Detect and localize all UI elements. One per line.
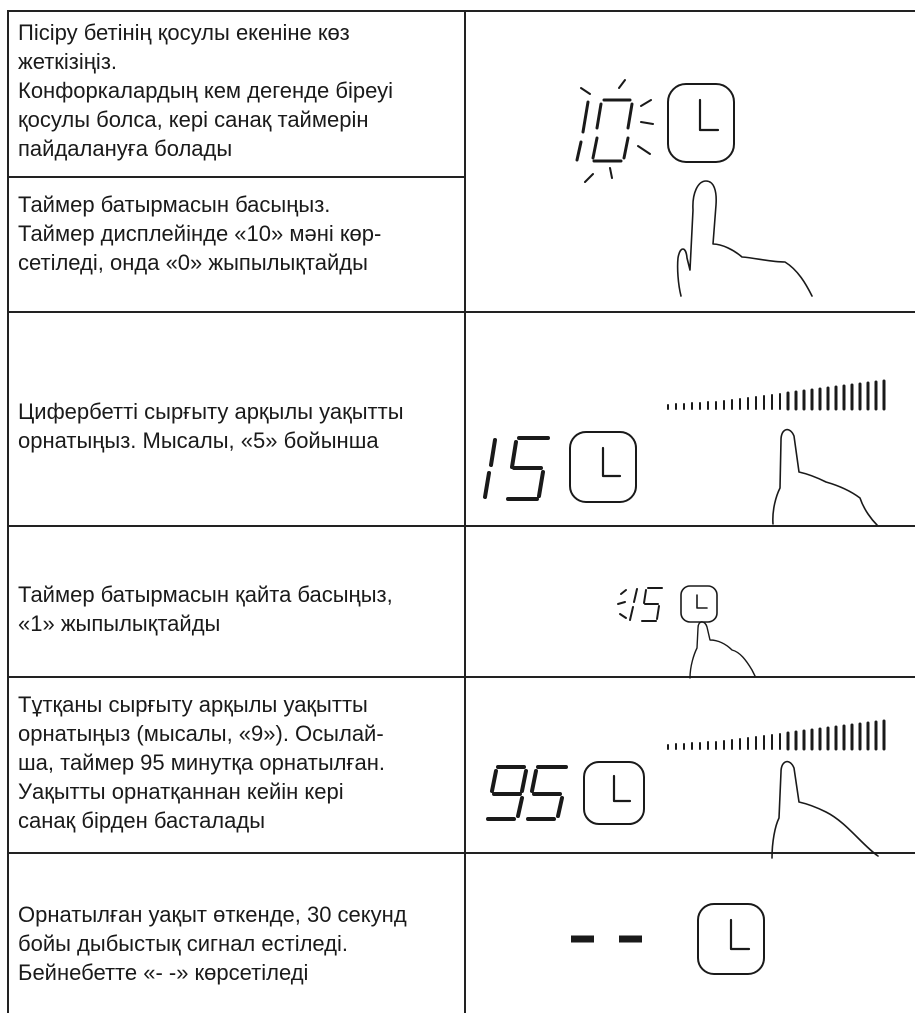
column-divider xyxy=(464,10,466,1013)
instruction-line: Таймер дисплейінде «10» мәні көр- xyxy=(18,221,382,246)
table-border-left xyxy=(7,10,9,1013)
instruction-text: Цифербетті сырғыту арқылы уақытты орнаты… xyxy=(18,397,458,455)
instruction-text: Таймер батырмасын басыңыз. Таймер диспле… xyxy=(18,190,458,277)
instruction-line: Уақытты орнатқаннан кейін кері xyxy=(18,779,344,804)
display-95 xyxy=(486,765,568,821)
display-10 xyxy=(575,79,654,183)
finger-icon xyxy=(676,180,813,297)
instruction-line: Таймер батырмасын басыңыз. xyxy=(18,192,331,217)
row-divider xyxy=(7,525,915,527)
row-divider xyxy=(7,176,466,178)
slider-scale-icon xyxy=(667,719,886,751)
instruction-line: қосулы болса, кері санақ таймерін xyxy=(18,107,369,132)
instruction-line: сетіледі, онда «0» жыпылықтайды xyxy=(18,250,368,275)
instruction-text: Орнатылған уақыт өткенде, 30 секунд бойы… xyxy=(18,900,458,987)
display-15 xyxy=(483,436,550,501)
instruction-line: орнатыңыз (мысалы, «9»). Осылай- xyxy=(18,721,384,746)
finger-icon xyxy=(772,428,878,526)
instruction-line: ша, таймер 95 минутқа орнатылған. xyxy=(18,750,385,775)
row-divider xyxy=(7,852,915,854)
table-border-top xyxy=(7,10,915,12)
instruction-line: жеткізіңіз. xyxy=(18,49,118,74)
row-divider xyxy=(7,311,915,313)
instruction-line: санақ бірден басталады xyxy=(18,808,266,833)
instruction-line: Тұтқаны сырғыту арқылы уақытты xyxy=(18,692,368,717)
finger-icon xyxy=(689,621,756,679)
instruction-text: Пісіру бетінің қосулы екеніне көз жеткіз… xyxy=(18,18,458,163)
instruction-line: Цифербетті сырғыту арқылы уақытты xyxy=(18,399,404,424)
row-divider xyxy=(7,676,915,678)
instruction-line: Таймер батырмасын қайта басыңыз, xyxy=(18,582,393,607)
instruction-line: Конфоркалардың кем дегенде біреуі xyxy=(18,78,393,103)
clock-icon xyxy=(569,431,637,503)
clock-icon xyxy=(697,903,765,975)
display-15-small xyxy=(617,587,663,622)
instruction-line: Пісіру бетінің қосулы екеніне көз xyxy=(18,20,350,45)
clock-icon xyxy=(680,585,718,623)
instruction-line: Орнатылған уақыт өткенде, 30 секунд xyxy=(18,902,407,927)
instruction-text: Таймер батырмасын қайта басыңыз, «1» жып… xyxy=(18,580,458,638)
instruction-line: «1» жыпылықтайды xyxy=(18,611,221,636)
instruction-line: бойы дыбыстық сигнал естіледі. xyxy=(18,931,349,956)
finger-icon xyxy=(771,760,879,859)
instruction-line: Бейнебетте «- -» көрсетіледі xyxy=(18,960,309,985)
clock-icon xyxy=(667,83,735,163)
clock-icon xyxy=(583,761,645,825)
instruction-line: орнатыңыз. Мысалы, «5» бойынша xyxy=(18,428,379,453)
slider-scale-icon xyxy=(667,379,886,411)
instruction-text: Тұтқаны сырғыту арқылы уақытты орнатыңыз… xyxy=(18,690,458,835)
instruction-line: пайдалануға болады xyxy=(18,136,233,161)
